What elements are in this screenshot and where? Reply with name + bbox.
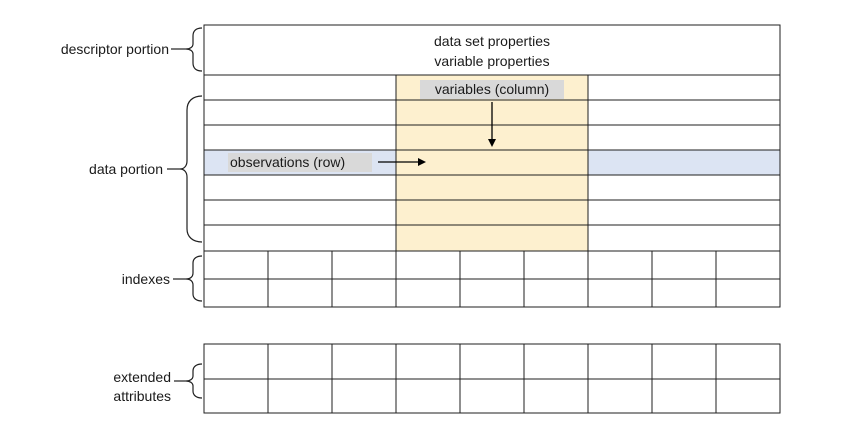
indexes-brace — [185, 255, 203, 302]
descriptor-brace — [185, 27, 203, 72]
extended-attributes-grid — [203, 343, 781, 414]
variables-column-label: variables (column) — [435, 81, 549, 97]
observations-label-bg — [228, 153, 372, 172]
extended-attributes-label-line1: extended — [113, 369, 171, 385]
variables-label-bg — [420, 80, 564, 99]
extended-attributes-brace — [185, 363, 203, 399]
data-portion-label: data portion — [89, 161, 163, 177]
variables-arrow-head — [488, 139, 496, 147]
extended-attributes-label-line2: attributes — [113, 388, 171, 404]
descriptor-line1: data set properties — [434, 33, 550, 49]
indexes-grid — [203, 250, 781, 308]
descriptor-portion-label: descriptor portion — [61, 41, 169, 57]
indexes-label: indexes — [122, 271, 170, 287]
observations-arrow-head — [418, 158, 426, 166]
data-brace — [179, 95, 203, 243]
observations-row-label: observations (row) — [230, 154, 345, 170]
descriptor-line2: variable properties — [434, 53, 549, 69]
row-column-intersection — [396, 150, 588, 175]
